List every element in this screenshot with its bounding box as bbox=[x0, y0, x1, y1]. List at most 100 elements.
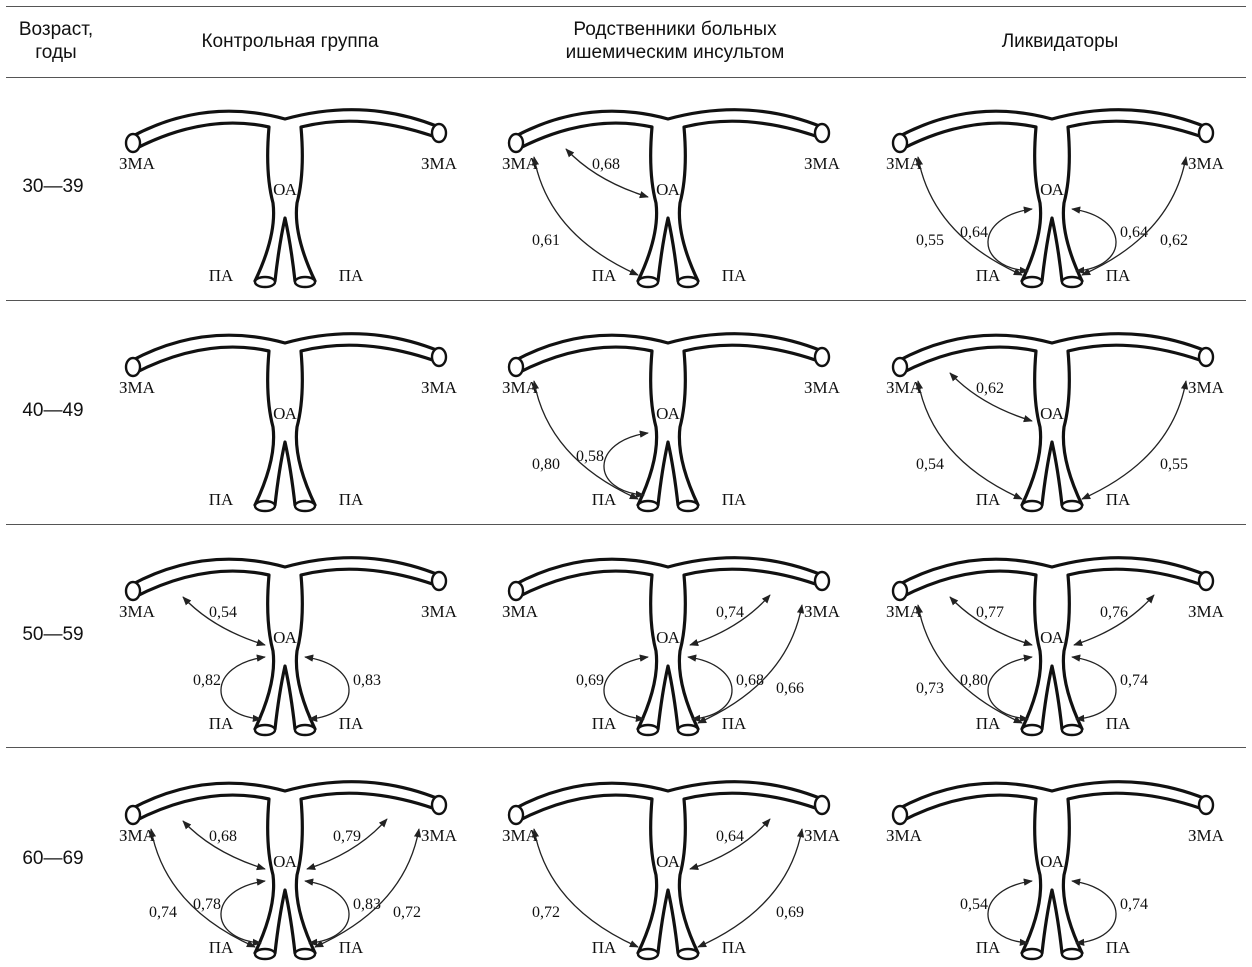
va-label-left: ПА bbox=[209, 266, 234, 285]
pca-label-left: ЗМА bbox=[502, 154, 539, 173]
vessel-outline bbox=[679, 569, 824, 729]
vessel-diagram: ЗМАЗМАОАПАПА0,540,820,83 bbox=[95, 533, 475, 743]
correlation-value: 0,72 bbox=[532, 904, 560, 921]
pca-end-right bbox=[432, 348, 446, 366]
correlation-arrow bbox=[534, 157, 638, 275]
va-end-left bbox=[1022, 277, 1042, 287]
correlation-arrow bbox=[221, 881, 265, 943]
va-end-right bbox=[1062, 277, 1082, 287]
va-end-left bbox=[255, 501, 275, 511]
diagram-cell: ЗМАЗМАОАПАПА0,540,74 bbox=[862, 757, 1242, 967]
va-end-right bbox=[678, 501, 698, 511]
va-end-right bbox=[678, 725, 698, 735]
pca-end-left bbox=[509, 358, 523, 376]
ba-label: ОА bbox=[273, 628, 297, 647]
pca-label-right: ЗМА bbox=[1188, 826, 1225, 845]
pca-label-left: ЗМА bbox=[119, 602, 156, 621]
vessel-outline bbox=[1042, 442, 1062, 505]
age-label: 60—69 bbox=[8, 848, 98, 870]
age-label: 50—59 bbox=[8, 624, 98, 646]
pca-end-left bbox=[126, 134, 140, 152]
correlation-arrow bbox=[1072, 881, 1116, 943]
vessel-outline bbox=[679, 121, 824, 281]
ba-label: ОА bbox=[656, 852, 680, 871]
pca-label-right: ЗМА bbox=[804, 378, 841, 397]
correlation-value: 0,79 bbox=[333, 828, 361, 845]
ba-label: ОА bbox=[273, 180, 297, 199]
va-end-right bbox=[1062, 949, 1082, 959]
ba-label: ОА bbox=[273, 404, 297, 423]
vessel-outline bbox=[518, 123, 657, 281]
va-end-right bbox=[678, 277, 698, 287]
vessel-outline bbox=[902, 795, 1041, 953]
pca-end-right bbox=[815, 124, 829, 142]
row-rule bbox=[6, 524, 1246, 525]
group-header-liquidators: Ликвидаторы bbox=[870, 30, 1250, 53]
correlation-value: 0,73 bbox=[916, 680, 944, 697]
va-end-left bbox=[255, 277, 275, 287]
pca-label-left: ЗМА bbox=[502, 826, 539, 845]
correlation-value: 0,74 bbox=[716, 604, 744, 621]
pca-end-right bbox=[432, 124, 446, 142]
va-end-right bbox=[295, 277, 315, 287]
vessel-outline bbox=[275, 442, 295, 505]
vessel-outline bbox=[518, 795, 657, 953]
pca-label-right: ЗМА bbox=[421, 826, 458, 845]
va-label-right: ПА bbox=[722, 490, 747, 509]
vessel-outline bbox=[518, 347, 657, 505]
va-label-right: ПА bbox=[722, 938, 747, 957]
va-end-right bbox=[678, 949, 698, 959]
group-header-control: Контрольная группа bbox=[100, 30, 480, 53]
age-label: 30—39 bbox=[8, 176, 98, 198]
pca-end-left bbox=[509, 134, 523, 152]
pca-end-right bbox=[815, 348, 829, 366]
vessel-outline bbox=[296, 121, 441, 281]
diagram-cell: ЗМАЗМАОАПАПА0,770,760,800,740,73 bbox=[862, 533, 1242, 743]
age-label: 40—49 bbox=[8, 400, 98, 422]
correlation-arrow bbox=[305, 881, 349, 943]
va-label-right: ПА bbox=[1106, 490, 1131, 509]
correlation-value: 0,80 bbox=[532, 456, 560, 473]
vessel-outline bbox=[1063, 121, 1208, 281]
pca-end-left bbox=[126, 582, 140, 600]
correlation-arrow bbox=[698, 829, 802, 947]
correlation-value: 0,69 bbox=[576, 672, 604, 689]
vessel-outline bbox=[902, 123, 1041, 281]
ba-label: ОА bbox=[656, 628, 680, 647]
vessel-outline bbox=[902, 571, 1041, 729]
pca-end-left bbox=[893, 358, 907, 376]
vessel-outline bbox=[902, 347, 1041, 505]
vessel-diagram: ЗМАЗМАОАПАПА0,740,690,680,66 bbox=[478, 533, 858, 743]
vessel-diagram: ЗМАЗМАОАПАПА0,770,760,800,740,73 bbox=[862, 533, 1242, 743]
vessel-outline bbox=[1063, 569, 1208, 729]
correlation-value: 0,68 bbox=[736, 672, 764, 689]
va-end-left bbox=[638, 501, 658, 511]
correlation-value: 0,83 bbox=[353, 672, 381, 689]
correlation-value: 0,54 bbox=[209, 604, 237, 621]
va-end-right bbox=[1062, 725, 1082, 735]
vessel-diagram: ЗМАЗМАОАПАПА0,680,790,780,830,740,72 bbox=[95, 757, 475, 967]
pca-label-right: ЗМА bbox=[804, 602, 841, 621]
va-label-right: ПА bbox=[1106, 938, 1131, 957]
row-rule bbox=[6, 300, 1246, 301]
pca-label-left: ЗМА bbox=[119, 378, 156, 397]
va-label-right: ПА bbox=[1106, 266, 1131, 285]
group-header-relatives: Родственники больных ишемическим инсульт… bbox=[485, 18, 865, 64]
va-label-left: ПА bbox=[209, 938, 234, 957]
vessel-outline bbox=[135, 571, 274, 729]
va-label-left: ПА bbox=[209, 490, 234, 509]
correlation-value: 0,55 bbox=[1160, 456, 1188, 473]
table-top-rule bbox=[6, 6, 1246, 7]
diagram-cell: ЗМАЗМАОАПАПА0,580,80 bbox=[478, 309, 858, 519]
vessel-outline bbox=[518, 571, 657, 729]
vessel-outline bbox=[135, 123, 274, 281]
pca-label-right: ЗМА bbox=[421, 378, 458, 397]
va-end-right bbox=[295, 501, 315, 511]
diagram-cell: ЗМАЗМАОАПАПА bbox=[95, 309, 475, 519]
